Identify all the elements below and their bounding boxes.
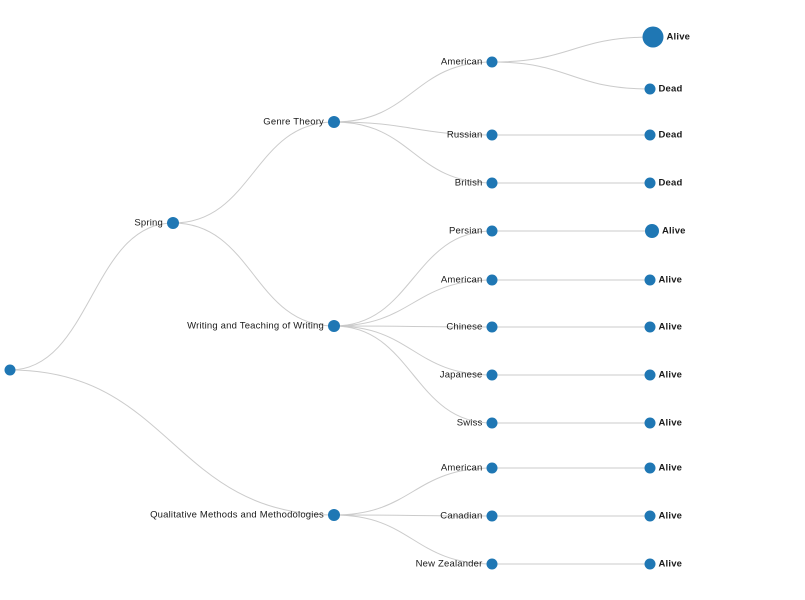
tree-node-q-canadian[interactable] — [486, 510, 498, 522]
tree-node-label-l-alive-4: Alive — [658, 321, 683, 333]
tree-node-label-q-canadian: Canadian — [440, 510, 483, 522]
tree-node-l-alive-7[interactable] — [644, 462, 656, 474]
tree-link — [333, 514, 493, 517]
tree-node-label-qmm: Qualitative Methods and Methodologies — [150, 509, 324, 521]
tree-node-l-alive-3[interactable] — [644, 274, 656, 286]
tree-link — [333, 325, 493, 424]
tree-node-label-q-newzeal: New Zealander — [415, 558, 483, 570]
tree-node-l-alive-1[interactable] — [642, 26, 664, 48]
tree-node-l-alive-5[interactable] — [644, 369, 656, 381]
tree-link — [172, 121, 335, 224]
tree-link — [333, 61, 493, 123]
tree-node-g-russian[interactable] — [486, 129, 498, 141]
tree-node-w-japanese[interactable] — [486, 369, 498, 381]
tree-link — [333, 325, 493, 376]
tree-node-l-alive-6[interactable] — [644, 417, 656, 429]
tree-node-genre[interactable] — [328, 116, 340, 128]
tree-node-label-q-american: American — [440, 462, 483, 474]
tree-link — [9, 369, 335, 516]
tree-node-label-g-american: American — [440, 56, 483, 68]
tree-node-root[interactable] — [4, 364, 16, 376]
tree-node-l-alive-9[interactable] — [644, 558, 656, 570]
tree-node-label-l-alive-8: Alive — [658, 510, 683, 522]
tree-node-g-american[interactable] — [486, 56, 498, 68]
tree-link — [333, 467, 493, 516]
tree-node-g-british[interactable] — [486, 177, 498, 189]
tree-node-label-g-british: British — [454, 177, 483, 189]
tree-node-label-l-dead-3: Dead — [658, 177, 683, 189]
tree-node-label-w-persian: Persian — [448, 225, 483, 237]
tree-node-label-g-russian: Russian — [446, 129, 483, 141]
tree-node-label-l-alive-1: Alive — [666, 31, 691, 43]
tree-node-label-l-alive-9: Alive — [658, 558, 683, 570]
tree-node-label-w-japanese: Japanese — [439, 369, 483, 381]
tree-node-label-l-alive-5: Alive — [658, 369, 683, 381]
tree-node-label-l-alive-3: Alive — [658, 274, 683, 286]
tree-link — [333, 514, 493, 565]
tree-link — [9, 222, 174, 371]
tree-node-label-l-alive-7: Alive — [658, 462, 683, 474]
tree-link — [333, 325, 493, 328]
tree-node-label-wtw: Writing and Teaching of Writing — [187, 320, 324, 332]
tree-node-w-swiss[interactable] — [486, 417, 498, 429]
tree-link — [333, 279, 493, 327]
tree-link — [172, 222, 335, 327]
tree-node-label-l-dead-2: Dead — [658, 129, 683, 141]
tree-node-spring[interactable] — [167, 217, 179, 229]
tree-node-l-dead-2[interactable] — [644, 129, 656, 141]
tree-link — [491, 61, 651, 90]
tree-node-label-l-dead-1: Dead — [658, 83, 683, 95]
tree-node-label-w-swiss: Swiss — [456, 417, 483, 429]
tree-node-w-persian[interactable] — [486, 225, 498, 237]
tree-link — [333, 230, 493, 327]
tree-node-l-alive-2[interactable] — [645, 224, 659, 238]
tree-node-w-chinese[interactable] — [486, 321, 498, 333]
tree-node-label-spring: Spring — [134, 217, 163, 229]
tree-link — [333, 121, 493, 136]
tree-node-q-american[interactable] — [486, 462, 498, 474]
tree-node-label-genre: Genre Theory — [263, 116, 324, 128]
tree-node-wtw[interactable] — [328, 320, 340, 332]
tree-node-label-l-alive-6: Alive — [658, 417, 683, 429]
tree-node-label-w-american: American — [440, 274, 483, 286]
tree-node-qmm[interactable] — [328, 509, 340, 521]
tree-node-label-w-chinese: Chinese — [446, 321, 483, 333]
tree-node-q-newzeal[interactable] — [486, 558, 498, 570]
tree-link — [333, 121, 493, 184]
tree-node-l-dead-1[interactable] — [644, 83, 656, 95]
tree-node-l-alive-4[interactable] — [644, 321, 656, 333]
tree-node-label-l-alive-2: Alive — [662, 225, 686, 237]
tree-link — [491, 36, 654, 63]
tree-node-l-dead-3[interactable] — [644, 177, 656, 189]
tree-node-l-alive-8[interactable] — [644, 510, 656, 522]
tree-node-w-american[interactable] — [486, 274, 498, 286]
